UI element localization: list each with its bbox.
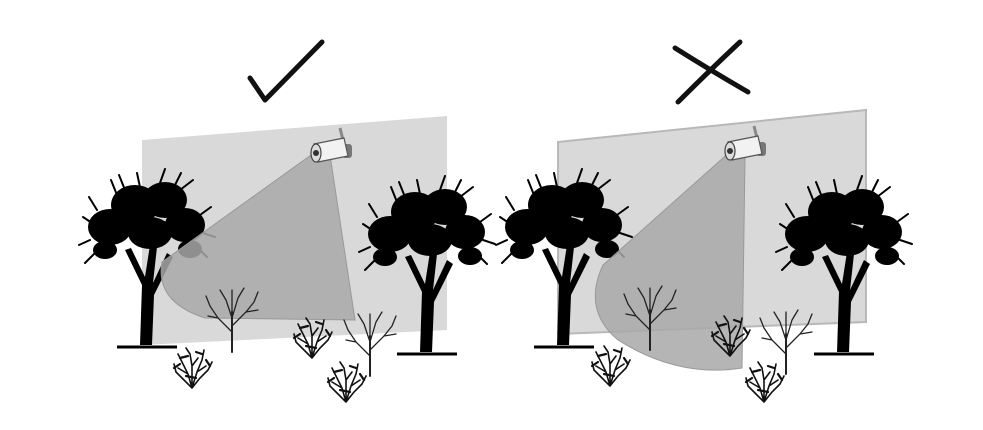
panel-correct xyxy=(79,42,495,402)
checkmark-icon xyxy=(250,42,322,100)
shrub xyxy=(746,362,784,402)
cross-icon xyxy=(675,42,748,102)
shrub xyxy=(592,346,630,386)
shrub xyxy=(174,348,212,388)
shrub xyxy=(328,362,366,402)
panel-incorrect xyxy=(496,42,912,402)
